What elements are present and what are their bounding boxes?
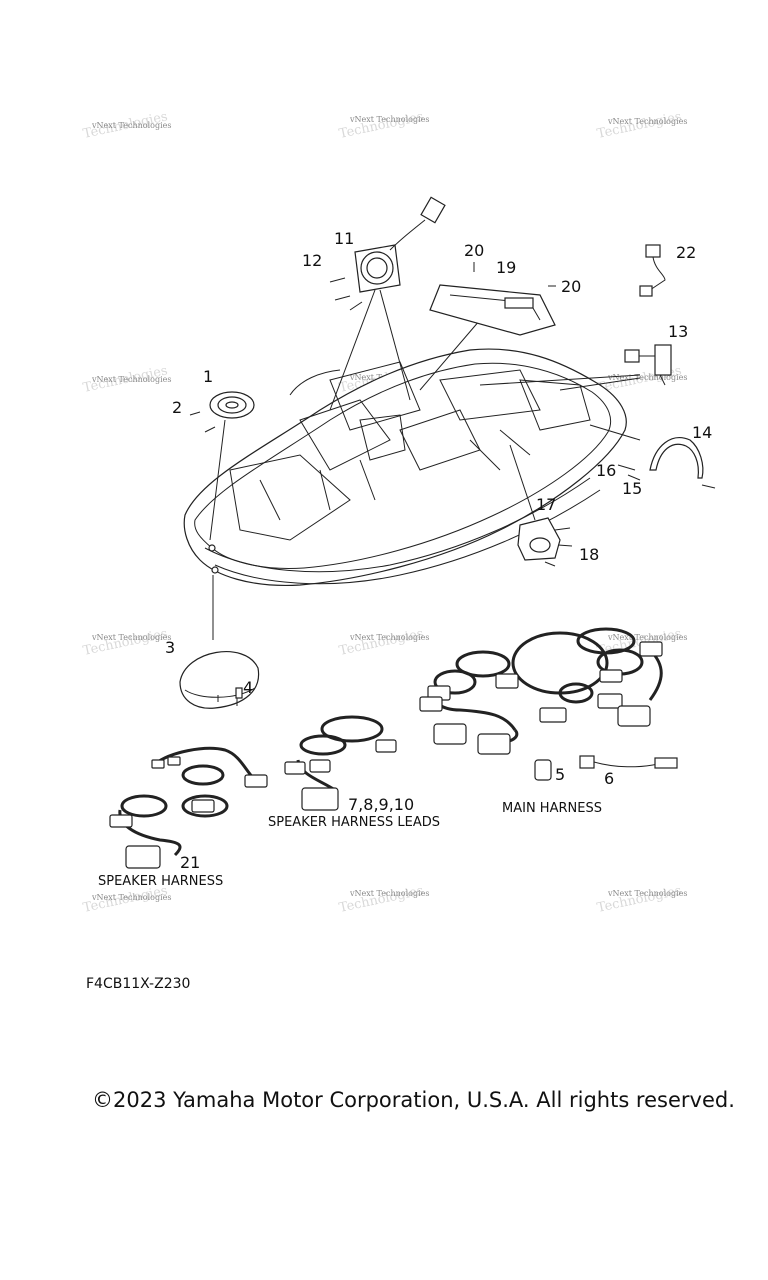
switch-part-13 xyxy=(624,344,672,386)
callout-5: 5 xyxy=(555,765,565,784)
watermark-top-left: Technologies vNext Technologies xyxy=(82,109,172,142)
speaker-harness-leads xyxy=(284,715,397,811)
callout-22: 22 xyxy=(676,243,696,262)
callout-14: 14 xyxy=(692,423,712,442)
callout-11: 11 xyxy=(334,229,354,248)
callout-12: 12 xyxy=(302,251,322,270)
callout-15: 15 xyxy=(622,479,642,498)
speaker-ring-part-11 xyxy=(329,196,446,311)
svg-text:vNext Technologies: vNext Technologies xyxy=(91,893,171,902)
svg-text:vNext Technologies: vNext Technologies xyxy=(91,633,171,642)
caption-speaker-harness-leads: SPEAKER HARNESS LEADS xyxy=(268,815,440,830)
module-part-17 xyxy=(517,517,573,567)
callout-21: 21 xyxy=(180,853,200,872)
speaker-part-1 xyxy=(189,391,255,433)
callout-1: 1 xyxy=(203,367,213,386)
relay-part-5 xyxy=(534,759,552,781)
speaker-harness xyxy=(109,746,268,869)
svg-text:vNext Technologies: vNext Technologies xyxy=(91,375,171,384)
svg-text:vNext Technologies: vNext Technologies xyxy=(607,373,687,382)
connector-part-22 xyxy=(639,244,666,297)
svg-text:vNext Technologies: vNext Technologies xyxy=(349,889,429,898)
caption-main-harness: MAIN HARNESS xyxy=(502,801,602,816)
callout-2: 2 xyxy=(172,398,182,417)
svg-text:vNext Technologies: vNext Technologies xyxy=(91,121,171,130)
callout-16: 16 xyxy=(596,461,616,480)
callout-4: 4 xyxy=(243,678,253,697)
callout-20-top: 20 xyxy=(464,241,484,260)
dome-cover-part-3 xyxy=(179,651,260,709)
watermark-lower-left: Technologies vNext Technologies xyxy=(82,626,172,659)
callout-18: 18 xyxy=(579,545,599,564)
svg-text:vNext Technologies: vNext Technologies xyxy=(607,889,687,898)
watermark-lower-center: Technologies vNext Technologies xyxy=(338,626,430,659)
callout-13: 13 xyxy=(668,322,688,341)
callout-20-right: 20 xyxy=(561,277,581,296)
callout-3: 3 xyxy=(165,638,175,657)
leader-lines xyxy=(209,289,641,640)
svg-text:vNext Technologies: vNext Technologies xyxy=(349,633,429,642)
copyright-notice: ©2023 Yamaha Motor Corporation, U.S.A. A… xyxy=(92,1088,735,1112)
callout-7-8-9-10: 7,8,9,10 xyxy=(348,795,414,814)
drawing-code: F4CB11X-Z230 xyxy=(86,976,191,992)
callout-19: 19 xyxy=(496,258,516,277)
tube-part-14 xyxy=(617,437,716,489)
svg-text:vNext Technologies: vNext Technologies xyxy=(349,115,429,124)
panel-part-19 xyxy=(429,262,556,336)
watermark-mid-right: Technologies vNext Technologies xyxy=(596,363,688,396)
watermark-top-center: Technologies vNext Technologies xyxy=(338,109,430,142)
cable-part-6 xyxy=(579,755,678,769)
caption-speaker-harness: SPEAKER HARNESS xyxy=(98,874,223,889)
watermark-bottom-right: Technologies vNext Technologies xyxy=(596,883,688,916)
callout-6: 6 xyxy=(604,769,614,788)
svg-text:Technologies: Technologies xyxy=(338,626,425,659)
callout-17: 17 xyxy=(536,495,556,514)
watermark-bottom-center: Technologies vNext Technologies xyxy=(338,883,430,916)
main-harness xyxy=(419,627,663,755)
watermark-top-right: Technologies vNext Technologies xyxy=(596,109,688,142)
svg-text:vNext Technologies: vNext Technologies xyxy=(607,117,687,126)
svg-text:Technologies: Technologies xyxy=(82,626,169,659)
watermark-mid-left: Technologies vNext Technologies xyxy=(82,363,172,396)
svg-text:vNext Technologies: vNext Technologies xyxy=(607,633,687,642)
